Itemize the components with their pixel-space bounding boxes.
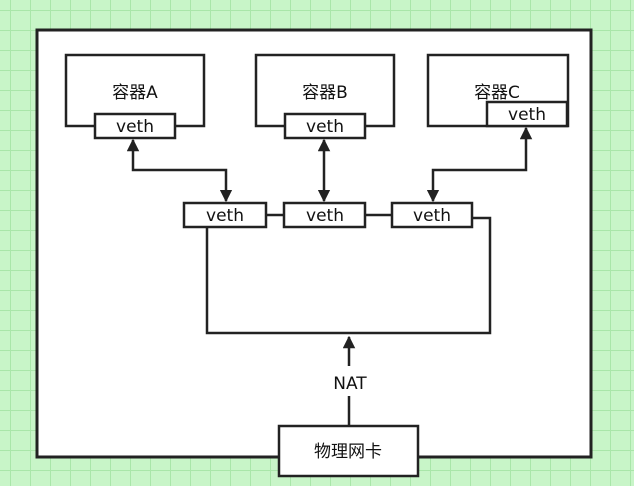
container-c-veth-label: veth	[508, 105, 546, 125]
container-a-veth-label: veth	[116, 117, 154, 137]
bridge-veth-3-label: veth	[413, 206, 451, 226]
bridge-veth-2-box	[282, 201, 367, 229]
container-a-label: 容器A	[112, 83, 158, 103]
container-c-veth-box	[485, 100, 569, 128]
container-b-veth-box	[283, 112, 367, 140]
container-c-label: 容器C	[474, 83, 520, 103]
bridge-veth-1-label: veth	[206, 206, 244, 226]
bridge-veth-2-label: veth	[306, 206, 344, 226]
bridge-loop	[205, 216, 492, 335]
container-b-veth-label: veth	[306, 117, 344, 137]
bridge-veth-1-box	[182, 201, 268, 229]
bridge-veth-3-box	[390, 201, 474, 229]
nat-label: NAT	[333, 374, 367, 394]
container-a-veth-box	[93, 112, 177, 140]
link-c	[426, 126, 533, 203]
physical-nic-box	[277, 424, 420, 478]
physical-nic-label: 物理网卡	[314, 442, 382, 462]
link-a	[126, 138, 233, 203]
container-b-label: 容器B	[302, 83, 348, 103]
